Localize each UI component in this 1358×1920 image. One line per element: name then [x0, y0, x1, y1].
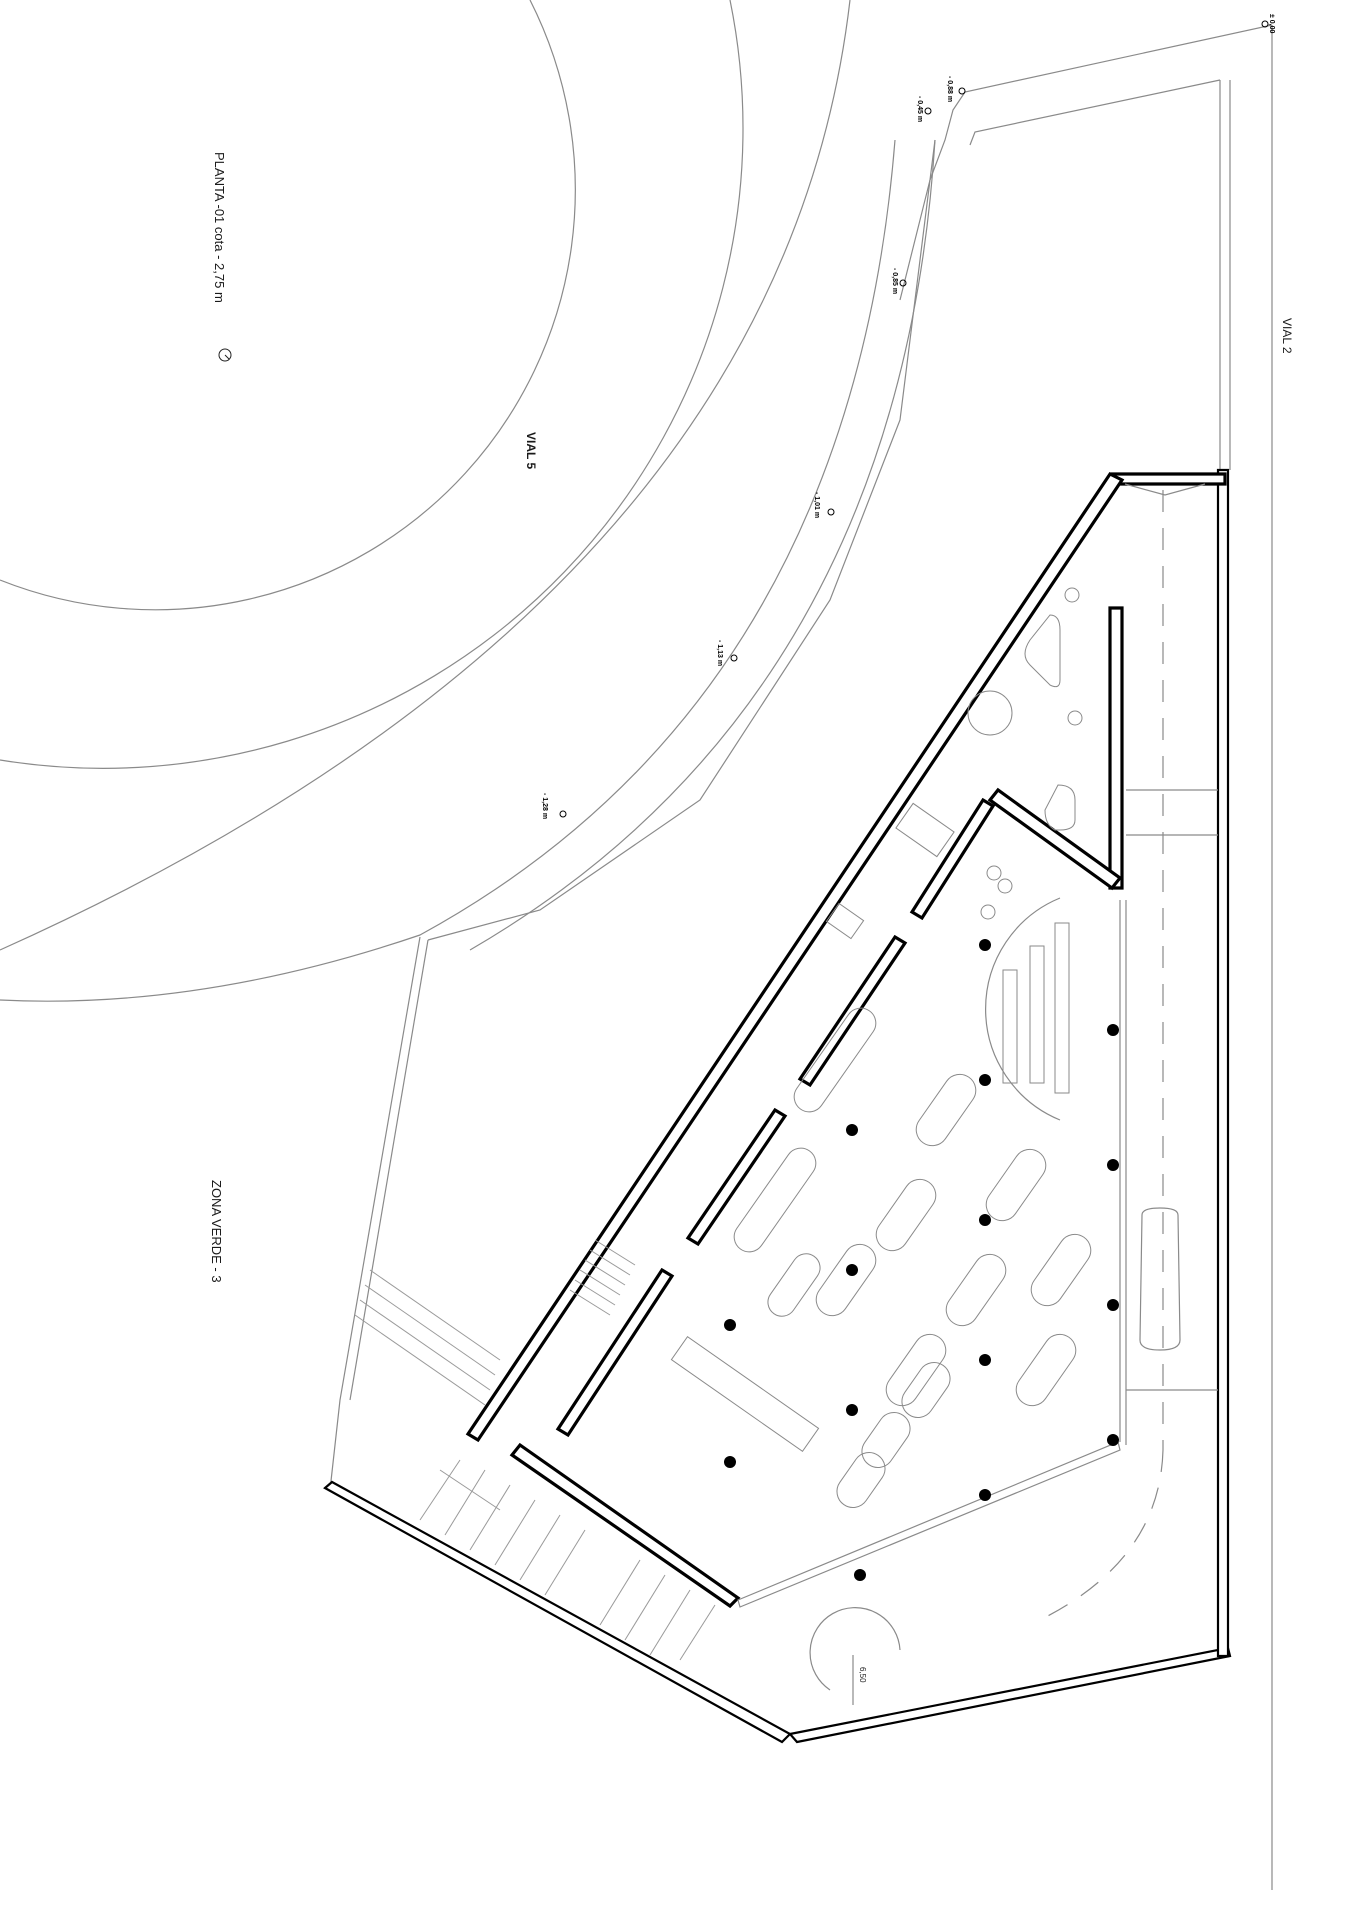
level-mark: - 1,01 m — [813, 492, 820, 518]
road-label-vial5: VIAL 5 — [524, 432, 538, 469]
level-mark: - 0,88 m — [946, 76, 953, 102]
site-boundary — [329, 24, 1273, 1890]
kitchen-counter — [670, 1335, 820, 1453]
cafe-furniture — [825, 587, 1083, 940]
tables — [733, 1007, 1092, 1508]
north-arrow-icon — [218, 348, 232, 362]
labels: PLANTA -01 cota - 2,75 m VIAL 5 VIAL 2 Z… — [209, 14, 1294, 1683]
columns — [724, 939, 1119, 1581]
north-arrow-needle — [224, 354, 230, 360]
turning-radius-label: 6,50 — [858, 1667, 867, 1683]
auditorium — [984, 897, 1070, 1121]
level-mark: - 0,85 m — [891, 268, 898, 294]
level-mark: - 1,28 m — [541, 793, 548, 819]
retaining-walls — [323, 468, 1232, 1744]
roundabout-arcs — [0, 0, 936, 1002]
level-mark: - 0,45 m — [916, 96, 923, 122]
green-zone-label: ZONA VERDE - 3 — [209, 1180, 224, 1283]
level-mark: - 1,13 m — [716, 640, 723, 666]
stairs — [354, 1239, 716, 1661]
driveway — [809, 483, 1218, 1705]
level-mark: ± 0,00 — [1268, 14, 1275, 34]
road-label-vial2: VIAL 2 — [1280, 318, 1294, 354]
drawing-title: PLANTA -01 cota - 2,75 m — [212, 152, 227, 303]
